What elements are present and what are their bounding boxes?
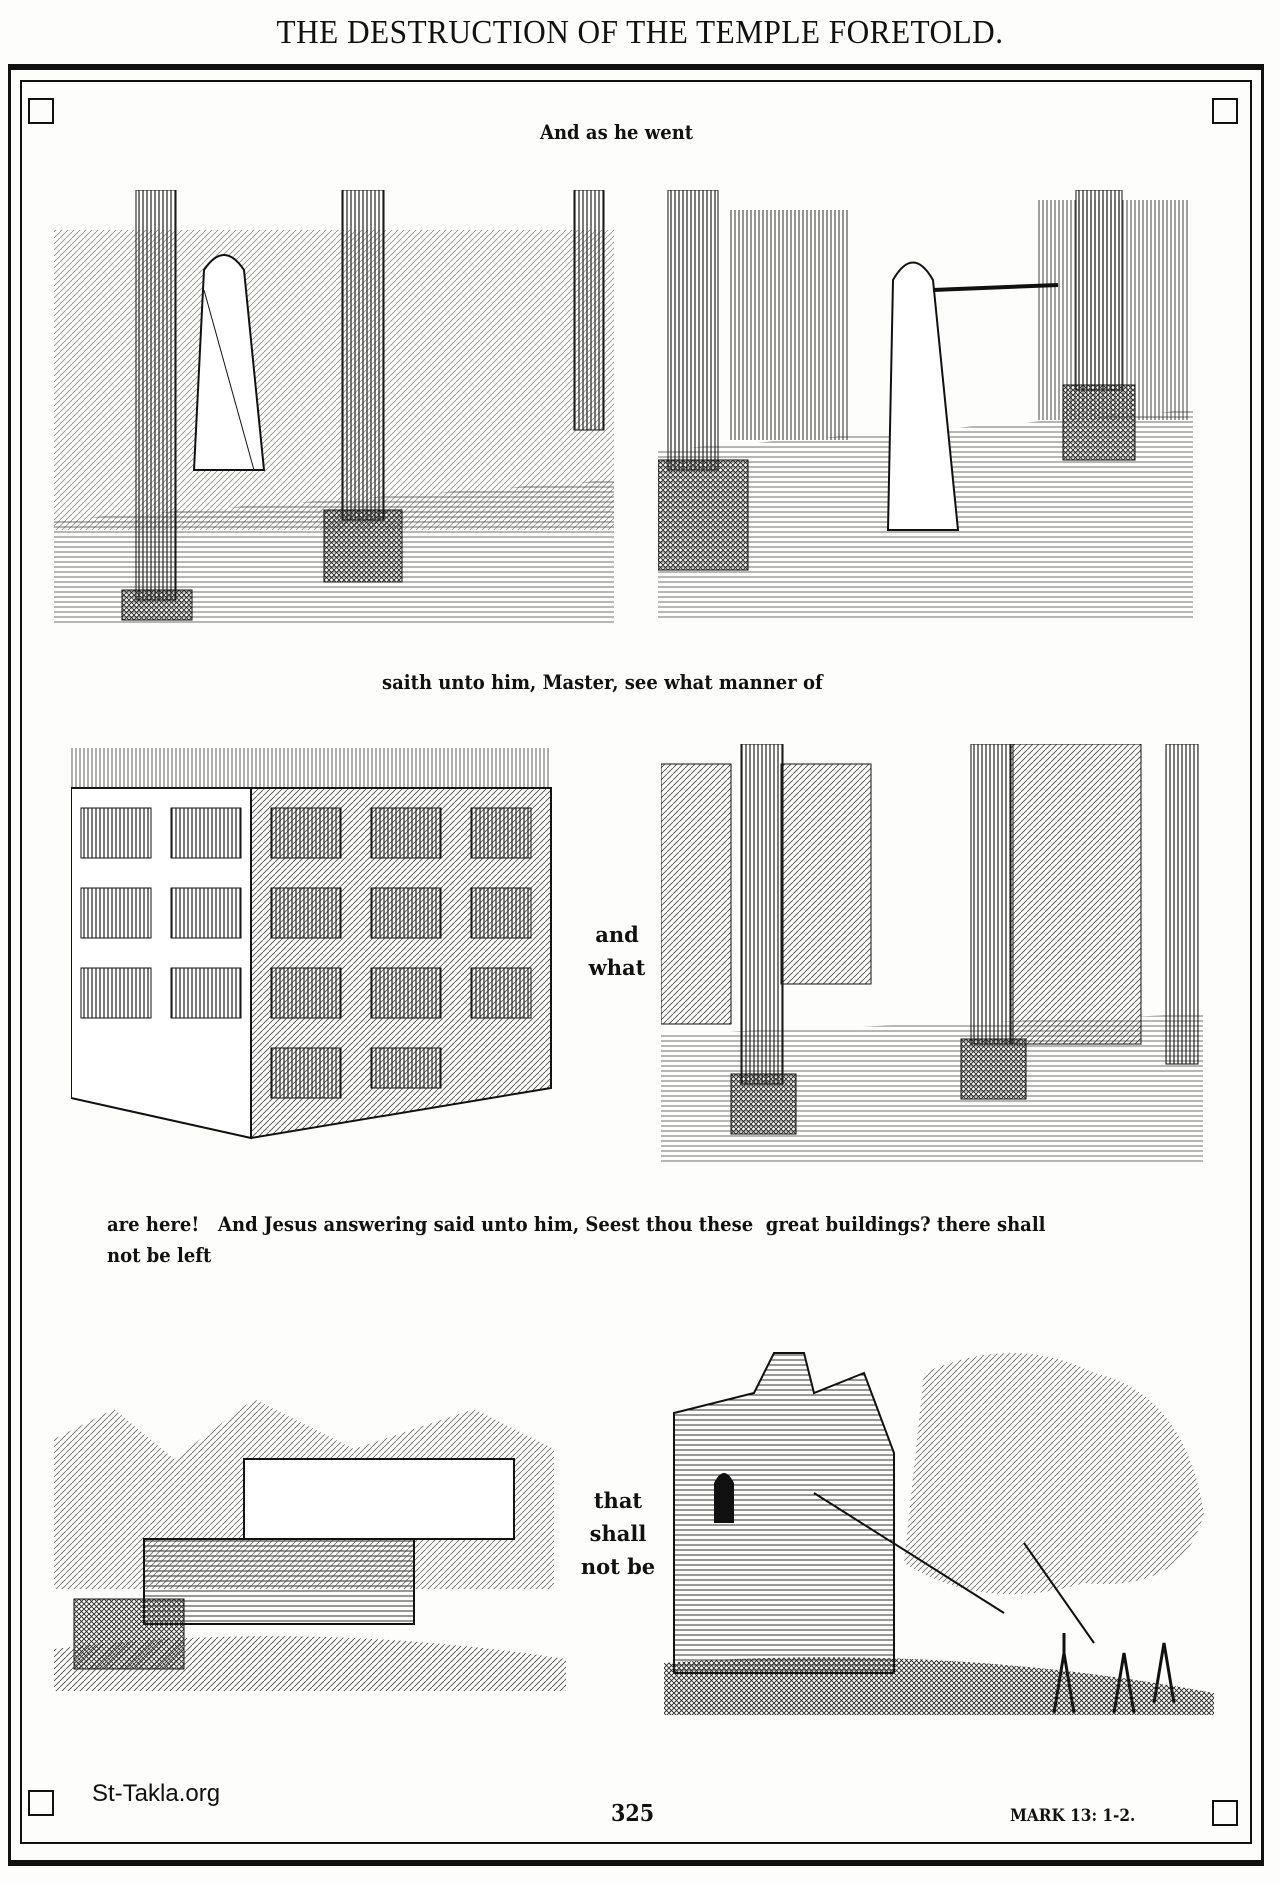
caption-row3-line1: are here! And Jesus answering said unto … — [107, 1212, 1046, 1236]
corner-ornament — [28, 1790, 54, 1816]
illustration-ruined-stones — [54, 1399, 566, 1691]
page-title: THE DESTRUCTION OF THE TEMPLE FORETOLD. — [276, 14, 1004, 51]
caption-word: that — [593, 1488, 643, 1513]
caption-row3-line2: not be left — [107, 1243, 212, 1267]
inner-frame — [20, 80, 1252, 1844]
caption-row3-mid: that shall not be — [578, 1484, 658, 1583]
caption-word: what — [588, 955, 646, 980]
caption-word: and — [595, 922, 639, 947]
scripture-reference: MARK 13: 1-2. — [1010, 1806, 1136, 1826]
outer-frame — [8, 64, 1264, 1866]
caption-row2-mid: and what — [585, 918, 649, 984]
corner-ornament — [28, 98, 54, 124]
illustration-temple-courtyard — [661, 744, 1203, 1162]
caption-row1: And as he went — [540, 120, 694, 144]
caption-word: not be — [580, 1554, 656, 1579]
corner-ornament — [1212, 1800, 1238, 1826]
watermark: St-Takla.org — [92, 1780, 221, 1807]
illustration-figure-pointing — [658, 190, 1193, 620]
page-number: 325 — [611, 1800, 655, 1827]
caption-row2: saith unto him, Master, see what manner … — [382, 670, 823, 694]
caption-word: shall — [589, 1521, 647, 1546]
illustration-stone-blocks — [71, 748, 552, 1140]
illustration-temple-destruction — [664, 1352, 1214, 1715]
illustration-jesus-walking — [54, 190, 614, 625]
corner-ornament — [1212, 98, 1238, 124]
